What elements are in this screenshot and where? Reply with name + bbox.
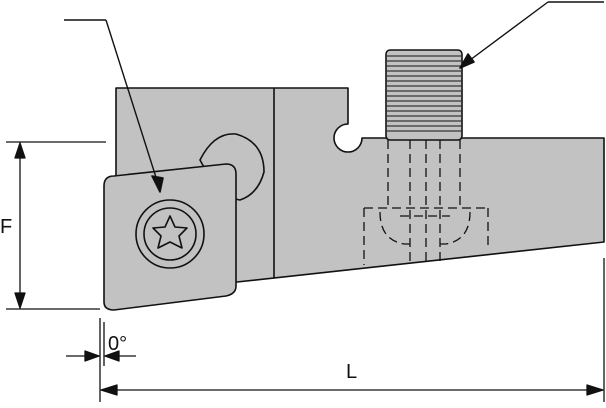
angle-dimension	[66, 318, 136, 402]
f-dimension	[6, 141, 106, 310]
torx-screw-icon	[135, 199, 205, 269]
hidden-screw-lines	[363, 140, 490, 265]
l-dimension	[100, 258, 605, 402]
leader-arrow-insert	[151, 175, 164, 193]
leader-arrow-screw	[459, 53, 475, 69]
dimension-f-label: F	[0, 216, 12, 238]
dimension-l-label: L	[346, 361, 357, 383]
leader-line-screw-diagonal	[461, 1, 549, 67]
leader-line-insert-diagonal	[105, 19, 161, 191]
clamp-screw-icon	[385, 49, 463, 141]
dimension-angle-label: 0°	[108, 333, 127, 355]
